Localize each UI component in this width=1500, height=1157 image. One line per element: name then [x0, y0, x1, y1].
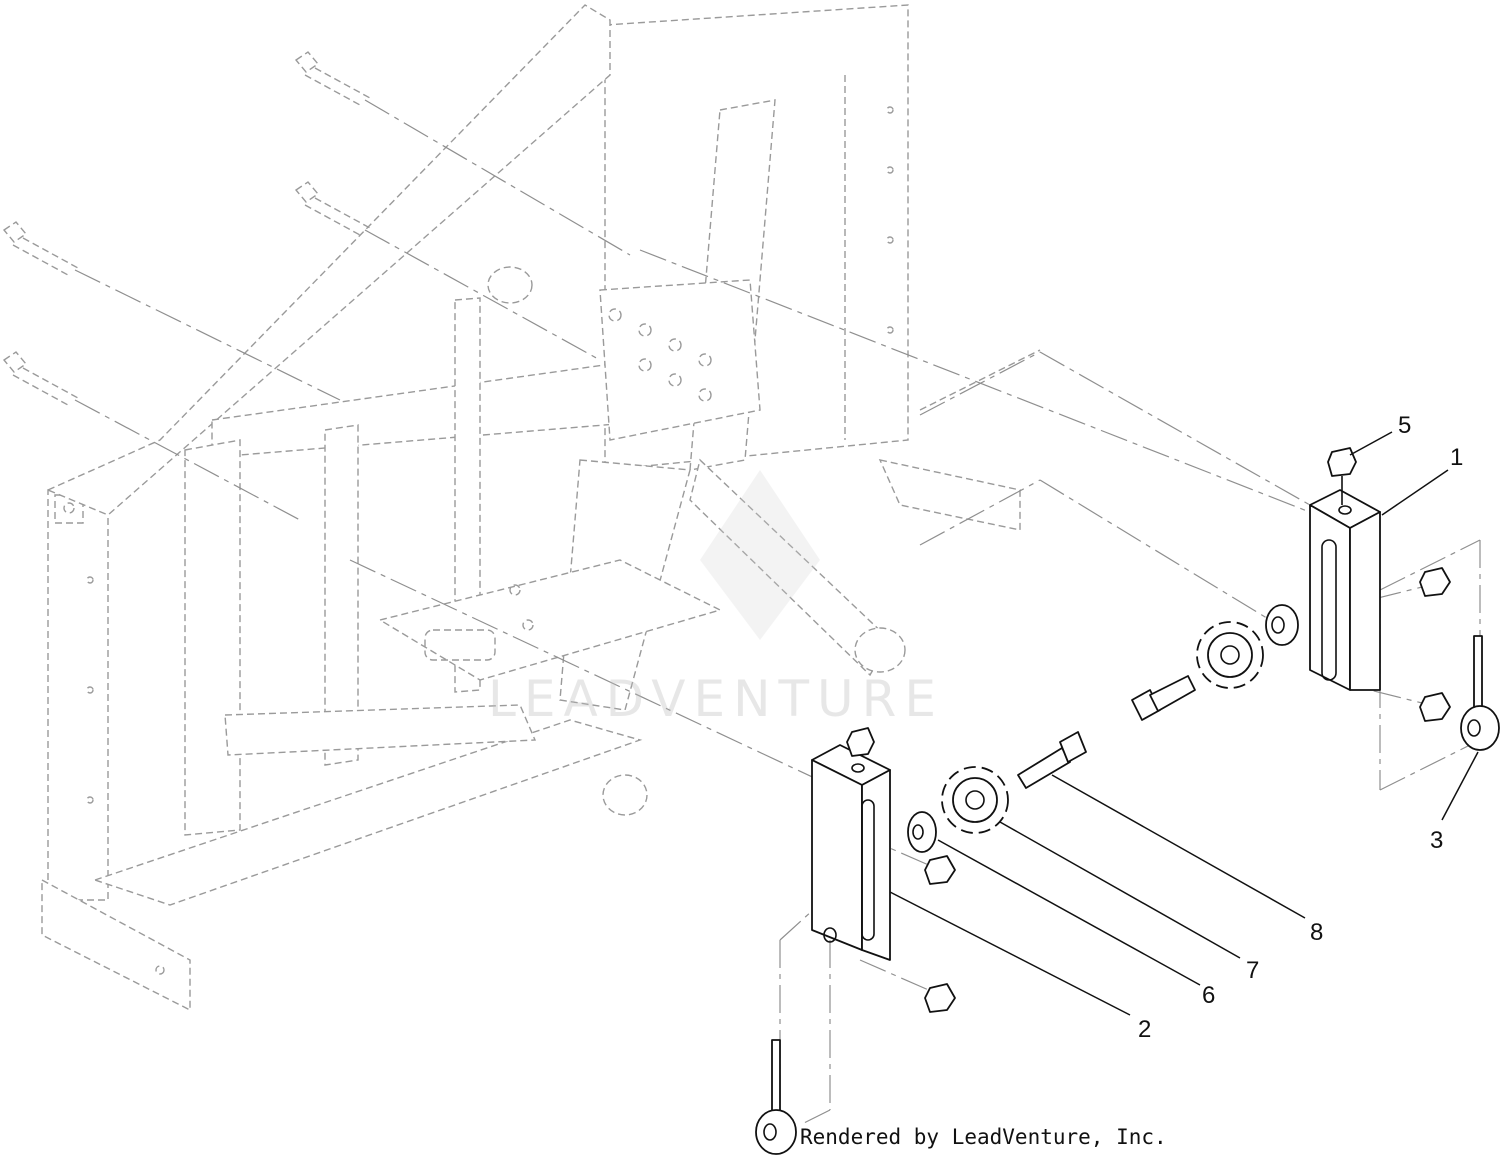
nut-lower-mid: [924, 855, 956, 885]
callout-5: 5: [1398, 412, 1411, 439]
nut-right-upper: [1419, 567, 1451, 597]
bracket-right-part-1: [1309, 489, 1381, 691]
watermark: LEADVENTURE: [488, 470, 944, 728]
frame-bolts: [2, 51, 371, 406]
nut-right-part-5: [1327, 447, 1357, 505]
leader-lines: [889, 431, 1479, 1016]
frame-assembly: [41, 4, 1041, 1012]
nut-right-lower: [1419, 692, 1451, 722]
sprocket-lower-part-7: [941, 766, 1009, 834]
watermark-text: LEADVENTURE: [488, 670, 944, 728]
lower-idler-assembly: [755, 727, 1087, 1155]
nut-lower-bottom: [924, 983, 956, 1013]
nut-lower-top: [846, 727, 875, 757]
washer-right: [1265, 604, 1299, 646]
bolt-lower-part-8: [1017, 731, 1087, 789]
callout-8: 8: [1310, 919, 1323, 946]
callout-3: 3: [1430, 827, 1443, 854]
sprocket-right: [1196, 621, 1264, 689]
callout-2: 2: [1138, 1016, 1151, 1043]
washer-lower-part-6: [907, 811, 937, 853]
right-idler-assembly: [1131, 447, 1500, 751]
bolt-left-upper: [2, 221, 79, 276]
eye-bolt-lower: [755, 1039, 797, 1155]
eye-bolt-right-part-3: [1460, 635, 1500, 751]
watermark-logo-icon: [700, 470, 820, 640]
callout-1: 1: [1450, 444, 1463, 471]
callout-6: 6: [1202, 982, 1215, 1009]
bracket-lower-part-2: [811, 744, 891, 961]
render-credit: Rendered by LeadVenture, Inc.: [800, 1125, 1167, 1149]
bolt-right: [1131, 675, 1196, 721]
bolt-upper: [294, 51, 371, 106]
callout-labels: 1 2 3 5 6 7 8: [1138, 412, 1463, 1043]
callout-7: 7: [1246, 957, 1259, 984]
bolt-left-lower: [2, 351, 79, 406]
bolt-mid: [294, 181, 371, 236]
